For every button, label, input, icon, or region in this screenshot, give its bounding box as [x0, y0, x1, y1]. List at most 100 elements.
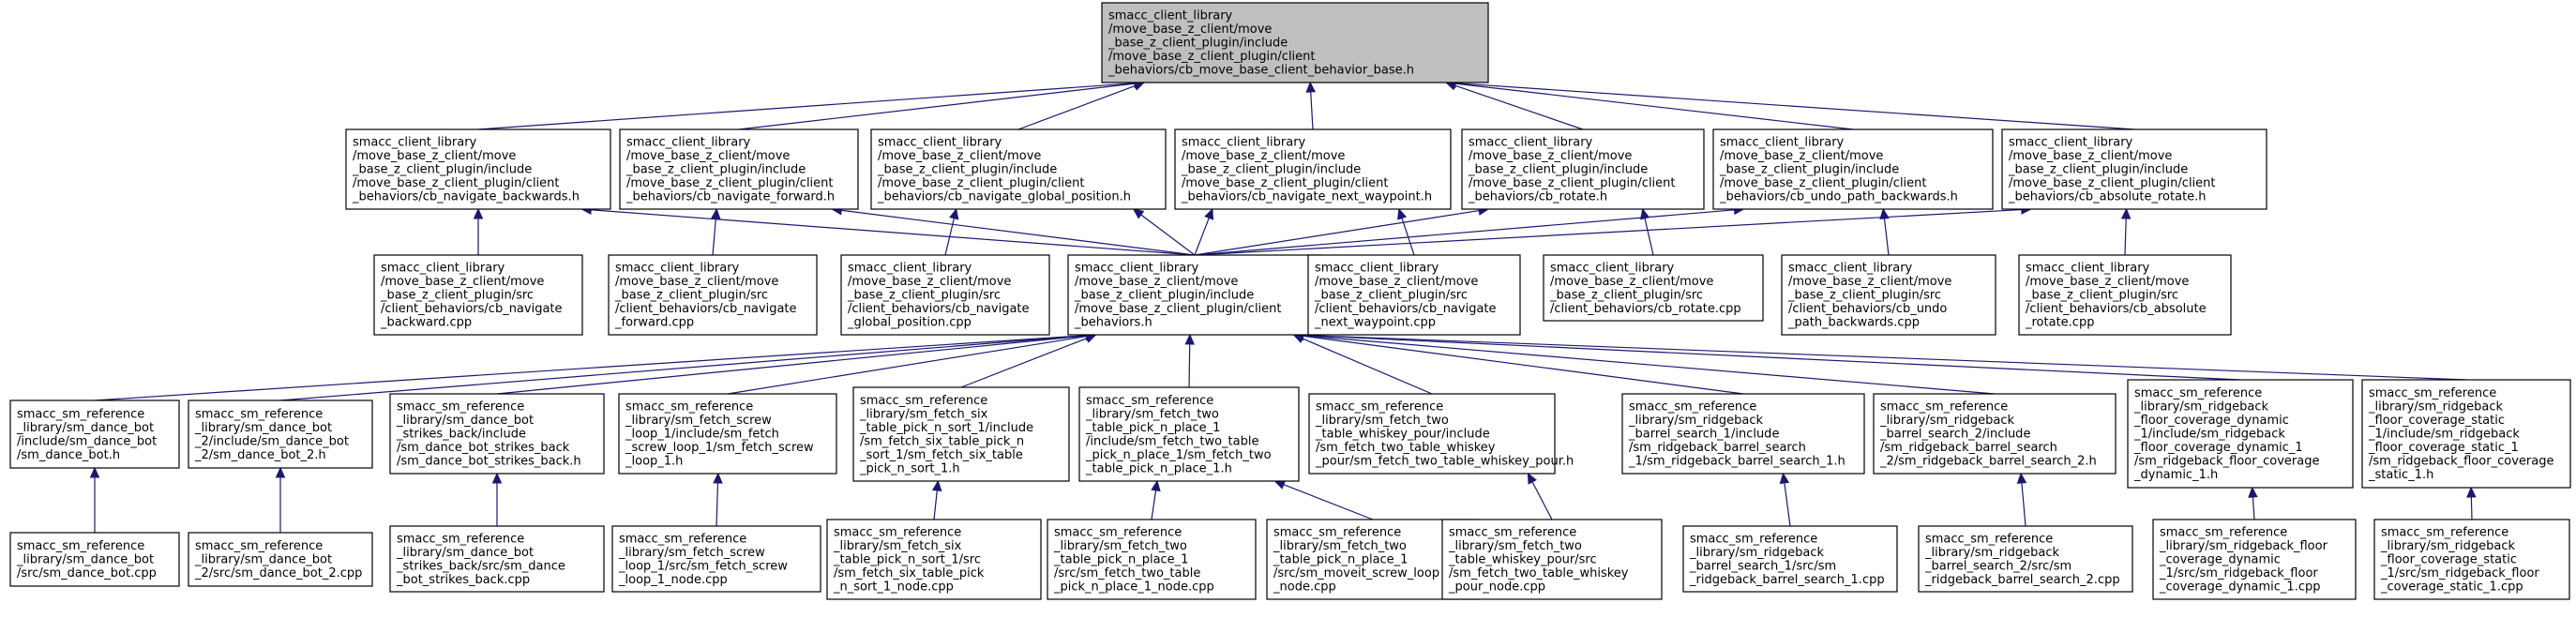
node-label-line: /move_base_z_client/move [1550, 275, 1713, 289]
node-box [9, 532, 180, 587]
dependency-edge [1455, 83, 2135, 130]
node-label-line: _coverage_dynamic_1.cpp [2159, 580, 2320, 595]
node-label-line: _library/sm_ridgeback [1689, 546, 1824, 560]
file-node-p-rb2[interactable]: smacc_sm_reference_library/sm_ridgeback_… [1918, 525, 2133, 593]
node-label-line: _behaviors.h [1074, 316, 1152, 330]
file-node-s-stat[interactable]: smacc_sm_reference_library/sm_ridgeback_… [2361, 379, 2571, 489]
file-node-s-rb2[interactable]: smacc_sm_reference_library/sm_ridgeback_… [1873, 393, 2117, 475]
dependency-edge [738, 83, 1136, 130]
file-node-h-fwd[interactable]: smacc_client_library/move_base_z_client/… [619, 128, 859, 210]
dependency-edge [1784, 482, 1791, 527]
file-node-s-dance[interactable]: smacc_sm_reference_library/sm_dance_bot/… [9, 399, 180, 469]
graph-edges [89, 78, 2477, 533]
node-label-line: _library/sm_fetch_two [1053, 539, 1187, 553]
node-label-line: /move_base_z_client/move [848, 275, 1011, 289]
file-node-h-glob[interactable]: smacc_client_library/move_base_z_client/… [870, 128, 1167, 210]
file-node-s-two[interactable]: smacc_sm_reference_library/sm_fetch_two_… [1078, 386, 1300, 482]
node-label-line: _barrel_search_2/src/sm [1924, 559, 2071, 573]
file-node-p-two[interactable]: smacc_sm_reference_library/sm_fetch_two_… [1047, 519, 1257, 600]
file-node-c-fwd[interactable]: smacc_client_library/move_base_z_client/… [608, 254, 818, 336]
file-node-c-next[interactable]: smacc_client_library/move_base_z_client/… [1307, 254, 1521, 336]
node-label-line: _2/include/sm_dance_bot [194, 434, 349, 448]
node-label-line: /client_behaviors/cb_absolute [2026, 302, 2207, 316]
file-node-h-abs[interactable]: smacc_client_library/move_base_z_client/… [2001, 128, 2267, 210]
file-node-p-dyn[interactable]: smacc_sm_reference_library/sm_ridgeback_… [2152, 519, 2357, 600]
node-label-line: smacc_client_library [615, 262, 740, 276]
file-node-hub[interactable]: smacc_client_library/move_base_z_client/… [1067, 254, 1322, 336]
file-node-s-dyn[interactable]: smacc_sm_reference_library/sm_ridgeback_… [2127, 379, 2354, 489]
node-label-line: _library/sm_fetch_two [1315, 414, 1449, 428]
node-label-line: _1/include/sm_ridgeback [2133, 428, 2285, 442]
node-label-line: /move_base_z_client_plugin/client [1469, 176, 1676, 190]
file-node-s-six[interactable]: smacc_sm_reference_library/sm_fetch_six_… [852, 386, 1070, 482]
node-box [1781, 254, 1996, 336]
file-node-h-rot[interactable]: smacc_client_library/move_base_z_client/… [1461, 128, 1705, 210]
file-node-p-stat[interactable]: smacc_sm_reference_library/sm_ridgeback_… [2373, 519, 2570, 600]
node-label-line: /sm_fetch_six_table_pick_n [860, 434, 1024, 448]
file-node-c-back[interactable]: smacc_client_library/move_base_z_client/… [373, 254, 583, 336]
file-node-c-rot[interactable]: smacc_client_library/move_base_z_client/… [1543, 254, 1764, 322]
file-node-s-screw[interactable]: smacc_sm_reference_library/sm_fetch_scre… [618, 393, 837, 475]
arrow-head-icon [1305, 81, 1317, 93]
node-label-line: /client_behaviors/cb_undo [1788, 302, 1947, 316]
dependency-edge [496, 335, 1087, 395]
file-node-p-six[interactable]: smacc_sm_reference_library/sm_fetch_six_… [826, 519, 1042, 600]
node-label-line: _next_waypoint.cpp [1314, 316, 1436, 330]
arrow-head-icon [1151, 479, 1161, 492]
dependency-edge [1883, 218, 1890, 256]
file-node-s-rb1[interactable]: smacc_sm_reference_library/sm_ridgeback_… [1621, 393, 1865, 475]
node-label-line: smacc_client_library [353, 136, 477, 150]
dependency-edge [1303, 335, 1744, 395]
file-node-p-rb1[interactable]: smacc_sm_reference_library/sm_ridgeback_… [1682, 525, 1898, 593]
file-node-c-glob[interactable]: smacc_client_library/move_base_z_client/… [840, 254, 1050, 336]
node-label-line: smacc_client_library [1550, 261, 1675, 275]
file-node-s-whisk[interactable]: smacc_sm_reference_library/sm_fetch_two_… [1308, 393, 1574, 475]
node-label-line: /sm_ridgeback_floor_coverage [2369, 455, 2553, 469]
node-label-line: /move_base_z_client/move [1108, 23, 1272, 37]
node-box [389, 393, 605, 475]
file-node-h-next[interactable]: smacc_client_library/move_base_z_client/… [1174, 128, 1452, 210]
node-label-line: /src/sm_moveit_screw_loop [1273, 566, 1439, 580]
node-label-line: _sort_1/sm_fetch_six_table [859, 448, 1023, 462]
node-label-line: /sm_fetch_two_table_whiskey [1316, 441, 1496, 455]
file-node-p-whisk[interactable]: smacc_sm_reference_library/sm_fetch_two_… [1441, 519, 1663, 600]
node-box [1047, 519, 1257, 600]
node-label-line: /move_base_z_client/move [2009, 149, 2172, 163]
file-node-h-undo[interactable]: smacc_client_library/move_base_z_client/… [1712, 128, 1994, 210]
file-node-c-abs[interactable]: smacc_client_library/move_base_z_client/… [2018, 254, 2232, 336]
node-label-line: _loop_1/src/sm_fetch_screw [618, 559, 788, 573]
file-node-s-strikes[interactable]: smacc_sm_reference_library/sm_dance_bot_… [389, 393, 605, 475]
node-label-line: _1/sm_ridgeback_barrel_search_1.h [1628, 455, 1845, 469]
node-label-line: _forward.cpp [614, 316, 694, 330]
file-node-h-back[interactable]: smacc_client_library/move_base_z_client/… [345, 128, 611, 210]
node-label-line: _pour/sm_fetch_two_table_whiskey_pour.h [1315, 455, 1574, 469]
dependency-edge [1303, 335, 1996, 395]
node-label-line: smacc_client_library [381, 262, 505, 276]
node-label-line: _static_1.h [2368, 468, 2433, 482]
file-node-p-dance2[interactable]: smacc_sm_reference_library/sm_dance_bot_… [188, 532, 373, 587]
file-node-root[interactable]: smacc_client_library/move_base_z_client/… [1101, 2, 1489, 83]
node-label-line: _table_whiskey_pour/include [1315, 428, 1490, 442]
dependency-edge [1283, 484, 1374, 520]
node-label-line: smacc_sm_reference [834, 526, 961, 540]
node-box [1067, 254, 1322, 336]
node-label-line: _loop_1_node.cpp [618, 573, 728, 587]
node-box [611, 525, 821, 593]
dependency-edge [1401, 218, 1415, 256]
file-node-p-dance[interactable]: smacc_sm_reference_library/sm_dance_bot/… [9, 532, 180, 587]
file-node-p-strikes[interactable]: smacc_sm_reference_library/sm_dance_bot_… [389, 525, 605, 593]
node-label-line: /move_base_z_client/move [1075, 275, 1238, 289]
node-label-line: _floor_coverage_static [2368, 414, 2505, 428]
node-label-line: _behaviors/cb_navigate_backwards.h [352, 190, 580, 204]
dependency-edge [1302, 338, 1433, 395]
file-node-c-undo[interactable]: smacc_client_library/move_base_z_client/… [1781, 254, 1996, 336]
node-label-line: /move_base_z_client_plugin/client [626, 176, 834, 190]
node-label-line: _ridgeback_barrel_search_2.cpp [1924, 573, 2120, 587]
file-node-p-screw[interactable]: smacc_sm_reference_library/sm_fetch_scre… [611, 525, 821, 593]
node-label-line: /src/sm_fetch_two_table [1054, 566, 1200, 580]
node-label-line: /client_behaviors/cb_rotate.cpp [1550, 302, 1741, 316]
file-node-s-dance2[interactable]: smacc_sm_reference_library/sm_dance_bot_… [188, 399, 373, 469]
dependency-edge [727, 335, 1087, 395]
node-label-line: _library/sm_ridgeback [2133, 400, 2268, 415]
